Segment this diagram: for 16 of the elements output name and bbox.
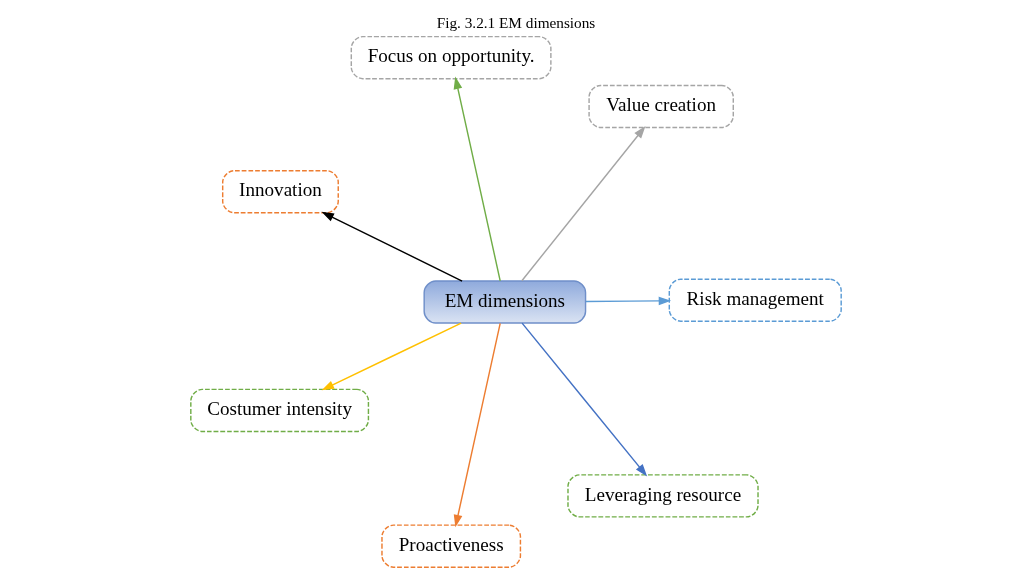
node-box: Costumer intensity xyxy=(189,388,369,433)
arrow xyxy=(453,322,501,528)
arrow xyxy=(321,322,462,391)
node-box: Focus on opportunity. xyxy=(350,35,552,80)
node-box: Innovation xyxy=(221,169,339,214)
arrow xyxy=(321,211,463,282)
arrow xyxy=(520,322,647,477)
node-box: Proactiveness xyxy=(380,524,521,568)
node-box: Leveraging resource xyxy=(566,474,759,518)
arrow xyxy=(453,76,501,282)
diagram-title: Fig. 3.2.1 EM dimensions xyxy=(436,13,595,31)
arrow xyxy=(584,296,671,306)
node-box: EM dimensions xyxy=(422,280,586,324)
node-box: Value creation xyxy=(587,84,734,129)
node-box: Risk management xyxy=(668,278,842,322)
arrow xyxy=(520,126,646,282)
